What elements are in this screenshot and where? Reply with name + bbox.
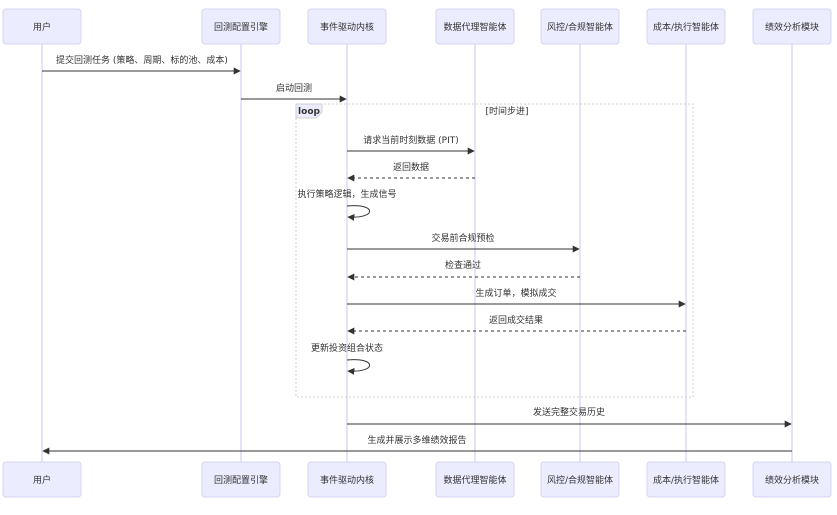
loop-block: loop [时间步进] <box>295 103 694 398</box>
actor-bottom-exec: 成本/执行智能体 <box>646 461 726 498</box>
message-request-data: 请求当前时刻数据 (PIT) <box>347 134 475 155</box>
actor-top-exec: 成本/执行智能体 <box>646 8 726 45</box>
actor-box <box>646 461 726 498</box>
actor-label: 绩效分析模块 <box>765 21 819 33</box>
message-label: 发送完整交易历史 <box>533 406 605 418</box>
actor-label: 风控/合规智能体 <box>547 474 613 486</box>
actor-label: 绩效分析模块 <box>765 474 819 486</box>
actor-label: 事件驱动内核 <box>320 474 374 486</box>
message-label: 返回成交结果 <box>489 314 543 326</box>
message-label: 返回数据 <box>393 161 429 173</box>
actor-label: 成本/执行智能体 <box>653 474 719 486</box>
actor-box <box>2 8 82 45</box>
actor-label: 用户 <box>33 474 51 486</box>
actor-top-data: 数据代理智能体 <box>435 8 515 45</box>
actor-top-user: 用户 <box>2 8 82 45</box>
actor-bottom-engine: 事件驱动内核 <box>307 461 387 498</box>
message-label: 执行策略逻辑，生成信号 <box>297 188 396 200</box>
loop-frame <box>295 103 694 398</box>
actor-top-config: 回测配置引擎 <box>201 8 281 45</box>
actors-top: 用户 回测配置引擎 事件驱动内核 数据代理智能体 风控/合规智能体 成本/执行智… <box>2 8 832 45</box>
message-return-data: 返回数据 <box>347 161 475 182</box>
actor-box <box>752 8 832 45</box>
actor-label: 数据代理智能体 <box>443 474 506 486</box>
actor-box <box>201 8 281 45</box>
actor-top-engine: 事件驱动内核 <box>307 8 387 45</box>
actor-label: 回测配置引擎 <box>214 474 268 486</box>
actor-box <box>540 461 620 498</box>
message-update-portfolio: 更新投资组合状态 <box>311 342 383 375</box>
actor-box <box>2 461 82 498</box>
actor-label: 成本/执行智能体 <box>653 21 719 33</box>
actor-label: 事件驱动内核 <box>320 21 374 33</box>
message-start-backtest: 启动回测 <box>241 82 347 103</box>
actor-label: 数据代理智能体 <box>443 21 506 33</box>
loop-label-box <box>295 103 323 119</box>
messages: 提交回测任务 (策略、周期、标的池、成本) 启动回测 请求当前时刻数据 (PIT… <box>42 54 792 455</box>
message-submit-task: 提交回测任务 (策略、周期、标的池、成本) <box>42 54 241 75</box>
actor-top-risk: 风控/合规智能体 <box>540 8 620 45</box>
message-send-history: 发送完整交易历史 <box>347 406 792 428</box>
actor-box <box>435 8 515 45</box>
message-generate-order: 生成订单，模拟成交 <box>347 287 686 308</box>
message-return-fills: 返回成交结果 <box>347 314 686 335</box>
message-self-loop <box>346 359 370 375</box>
actor-label: 风控/合规智能体 <box>547 21 613 33</box>
message-execute-strategy: 执行策略逻辑，生成信号 <box>297 188 397 221</box>
message-label: 更新投资组合状态 <box>311 342 383 354</box>
actor-label: 回测配置引擎 <box>214 21 268 33</box>
actor-box <box>752 461 832 498</box>
actor-bottom-risk: 风控/合规智能体 <box>540 461 620 498</box>
loop-condition: [时间步进] <box>485 105 528 117</box>
actor-box <box>540 8 620 45</box>
actor-bottom-perf: 绩效分析模块 <box>752 461 832 498</box>
message-label: 请求当前时刻数据 (PIT) <box>363 134 458 146</box>
actor-bottom-user: 用户 <box>2 461 82 498</box>
lifelines <box>41 44 793 462</box>
message-self-loop <box>346 205 370 221</box>
loop-keyword: loop <box>298 107 320 117</box>
actor-box <box>201 461 281 498</box>
actor-label: 用户 <box>33 21 51 33</box>
actor-bottom-data: 数据代理智能体 <box>435 461 515 498</box>
actors-bottom: 用户 回测配置引擎 事件驱动内核 数据代理智能体 风控/合规智能体 成本/执行智… <box>2 461 832 498</box>
actor-box <box>646 8 726 45</box>
message-precheck: 交易前合规预检 <box>347 232 580 253</box>
actor-top-perf: 绩效分析模块 <box>752 8 832 45</box>
actor-box <box>435 461 515 498</box>
message-check-passed: 检查通过 <box>347 259 580 281</box>
actor-bottom-config: 回测配置引擎 <box>201 461 281 498</box>
message-label: 启动回测 <box>276 82 312 94</box>
actor-box <box>307 461 387 498</box>
message-show-report: 生成并展示多维绩效报告 <box>42 434 792 455</box>
message-label: 交易前合规预检 <box>431 232 494 244</box>
message-label: 生成并展示多维绩效报告 <box>367 434 466 446</box>
message-label: 检查通过 <box>445 259 481 271</box>
actor-box <box>307 8 387 45</box>
message-label: 生成订单，模拟成交 <box>475 287 556 299</box>
message-label: 提交回测任务 (策略、周期、标的池、成本) <box>56 54 228 66</box>
